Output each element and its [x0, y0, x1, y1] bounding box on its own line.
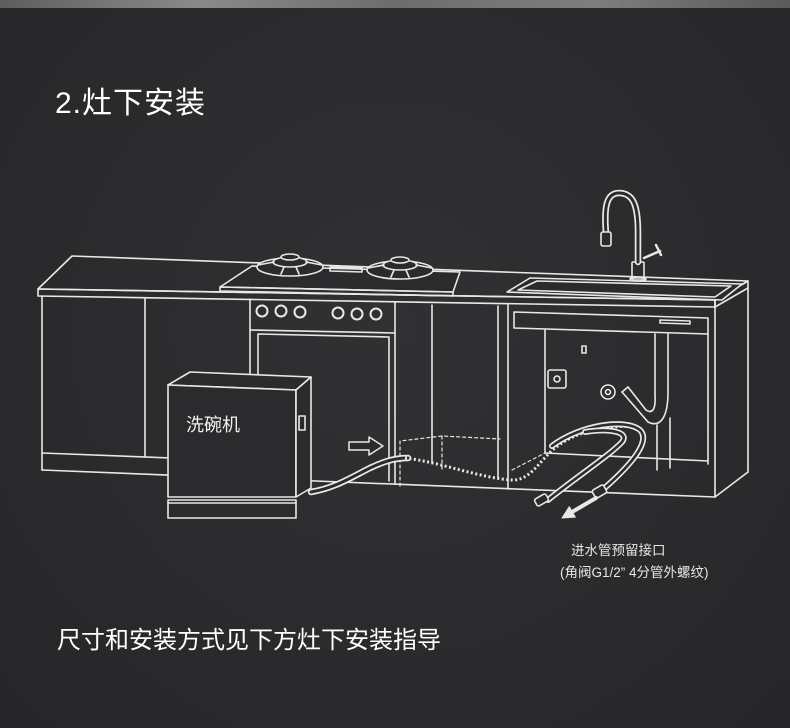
knob-panel-bottom-line [249, 329, 396, 334]
burner-right [366, 256, 434, 280]
hidden-lines [399, 435, 546, 487]
direction-arrow-down-left-icon [561, 496, 598, 519]
burner-cap [390, 256, 410, 264]
inlet-hose-a-inner [550, 422, 645, 494]
dishwasher-front [167, 384, 297, 498]
inlet-hose-b-inner [546, 429, 626, 502]
knob [350, 307, 364, 321]
knob [274, 304, 288, 318]
dishwasher-plinth [167, 499, 297, 519]
drain-trap-inner [627, 386, 656, 413]
faucet [600, 189, 663, 282]
inlet-hose-a-outer [549, 421, 647, 495]
hose-tube-inner [309, 456, 410, 494]
gas-hob [219, 253, 461, 297]
sink-cabinet-floor-back [544, 452, 709, 462]
direction-arrow-right-icon [348, 436, 384, 456]
drain-trap-outer [621, 391, 669, 425]
dishwasher-side [295, 376, 312, 498]
water-inlet-hoses [533, 421, 647, 507]
sink-bowl-opening [517, 280, 732, 298]
power-socket-icon [547, 369, 567, 389]
dishwasher-unit [167, 371, 312, 519]
faucet-neck-inner [603, 191, 640, 264]
grate-arms [257, 261, 323, 275]
water-outlet-core [604, 388, 612, 396]
control-knobs [255, 304, 383, 321]
cabinet-run [41, 287, 749, 498]
sink-rim [506, 277, 743, 301]
footer-note: 尺寸和安装方式见下方灶下安装指导 [57, 627, 441, 654]
hob-front-edge [219, 286, 454, 297]
inlet-note-line2: (角阀G1/2” 4分管外螺纹) [560, 565, 709, 580]
sink-underside [513, 311, 709, 335]
drain-outlet-pipe [656, 417, 671, 471]
sink-cabinet-hidden-floor [511, 452, 546, 471]
sink-underside-slot [659, 319, 691, 325]
hob-control-strip [329, 266, 363, 273]
cabinet-right-bottom-edge [714, 471, 749, 498]
knob [331, 306, 345, 320]
small-outlet-icon [581, 345, 587, 354]
drain-trap-cap [621, 386, 629, 393]
burner-left [256, 253, 324, 277]
corrugated-hose-route [404, 424, 631, 482]
faucet-spray-head [600, 231, 612, 247]
dishwasher-side-connector [298, 415, 306, 431]
top-texture-strip [0, 0, 790, 8]
hose-connector-a [591, 484, 608, 499]
sink [506, 277, 743, 335]
arrow-head [561, 506, 576, 519]
faucet-base-flange [629, 276, 647, 282]
knob [293, 305, 307, 319]
faucet-lever [642, 243, 663, 260]
dishwasher-label: 洗碗机 [186, 415, 240, 435]
socket-hole [553, 375, 561, 383]
middle-cabinet-hidden-outline [399, 435, 501, 487]
grate-arms [367, 264, 433, 278]
water-outlet-ring [600, 384, 616, 400]
hose-connector-b [533, 493, 550, 507]
knob [369, 307, 383, 321]
section-title: 2.灶下安装 [55, 87, 207, 120]
drain-pipe-vertical [654, 333, 669, 396]
knob [255, 304, 269, 318]
under-sink-fittings [547, 333, 671, 471]
burner-cap [280, 253, 300, 261]
inlet-note-line1: 进水管预留接口 [571, 543, 666, 558]
arrow-shaft [570, 496, 598, 514]
